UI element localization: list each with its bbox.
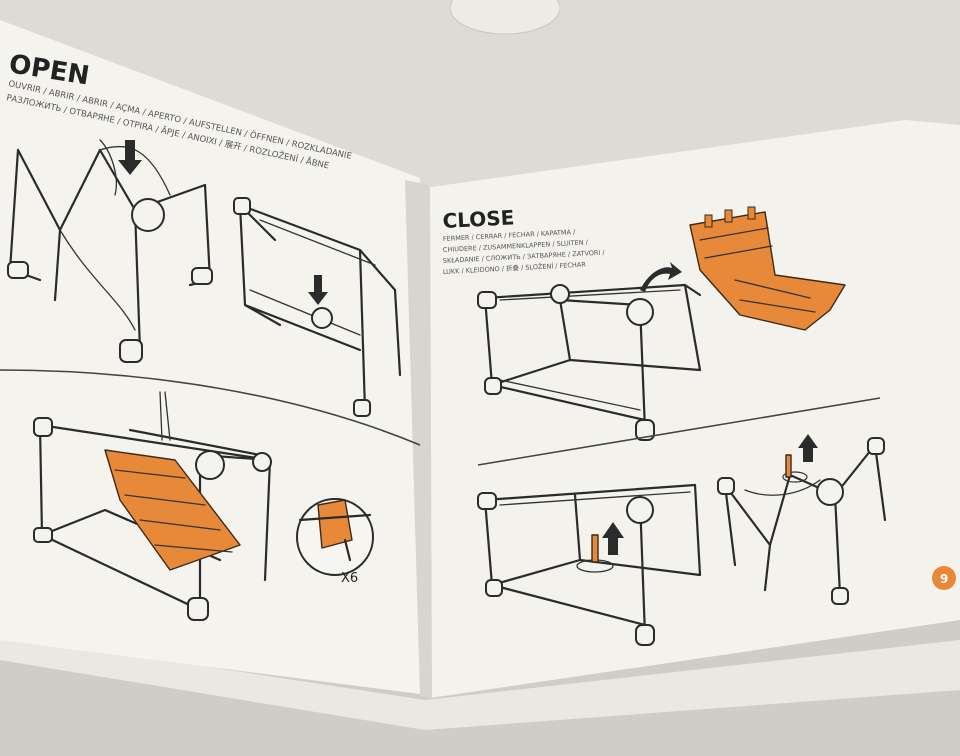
up-arrow-icon [602, 522, 624, 555]
right-divider [477, 397, 881, 466]
orange-mattress [104, 449, 241, 571]
close-step1-illustration [477, 206, 846, 441]
velcro-detail-callout: X6 [296, 498, 374, 586]
page-number: 9 [940, 572, 948, 586]
removed-mattress [689, 211, 846, 331]
open-step2-illustration [233, 197, 402, 417]
page-number-badge [932, 566, 956, 590]
open-step1-illustration [7, 139, 213, 363]
down-arrow-icon-2 [308, 275, 328, 305]
repeat-count-label: X6 [341, 571, 358, 586]
close-step2-illustration [477, 483, 702, 646]
curved-arrow-icon [640, 262, 682, 292]
down-arrow-icon [118, 140, 142, 175]
center-hub [131, 198, 165, 232]
up-arrow-icon-2 [798, 434, 818, 462]
close-heading: CLOSE [442, 205, 515, 233]
spine-shadow [405, 180, 432, 698]
top-object [449, 0, 561, 35]
close-step3-illustration [717, 434, 887, 605]
left-divider [0, 369, 421, 446]
right-page [410, 120, 960, 698]
open-step3-illustration [33, 391, 272, 621]
book-edge [0, 635, 960, 730]
